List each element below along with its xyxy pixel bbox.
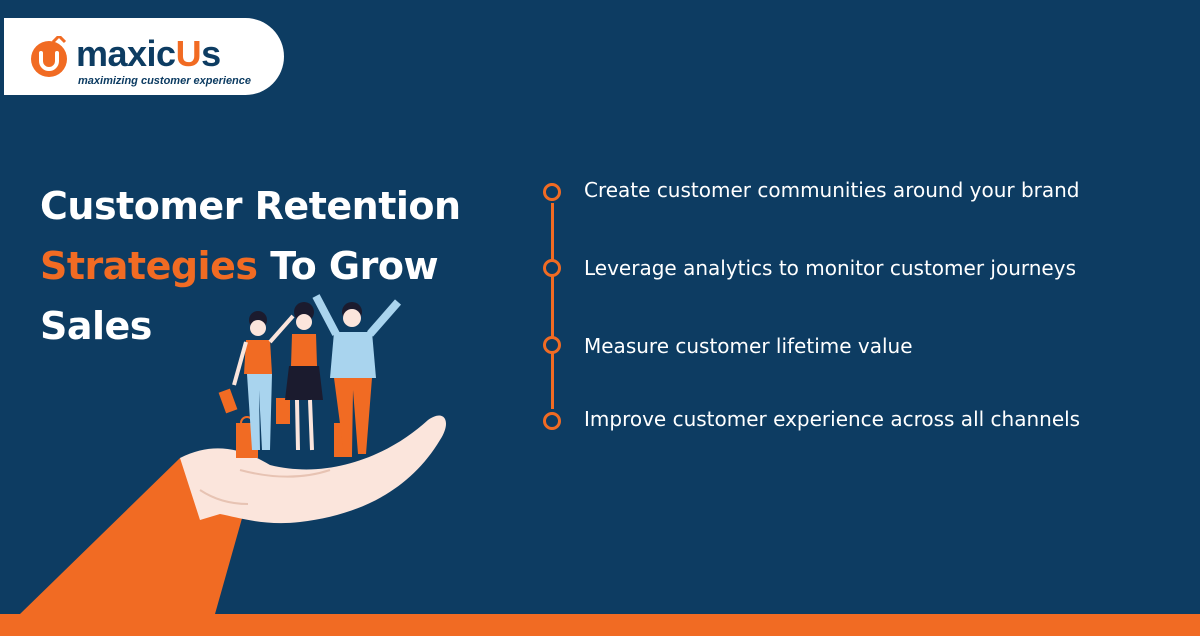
title-highlight: Strategies: [40, 244, 258, 288]
logo-name-accent: U: [175, 33, 202, 74]
logo-name-prefix: maxic: [76, 33, 176, 74]
timeline-line: [551, 203, 554, 409]
logo-name-suffix: s: [201, 33, 221, 74]
strategy-item: Improve customer experience across all c…: [584, 407, 1081, 431]
title-line-2: To Grow: [257, 244, 439, 288]
strategy-item: Create customer communities around your …: [584, 178, 1080, 202]
title-line-1: Customer Retention: [40, 184, 461, 228]
page-title: Customer Retention Strategies To Grow Sa…: [40, 176, 510, 356]
timeline-dot: [543, 183, 561, 201]
bottom-accent-bar: [0, 614, 1200, 636]
timeline-dot: [543, 412, 561, 430]
strategy-item: Measure customer lifetime value: [584, 334, 913, 358]
logo: maxicUs maximizing customer experience: [4, 18, 284, 95]
logo-wordmark: maxicUs: [76, 36, 221, 72]
strategy-item: Leverage analytics to monitor customer j…: [584, 256, 1076, 280]
u-arrow-logo-icon: [31, 36, 67, 77]
logo-tagline: maximizing customer experience: [78, 75, 252, 87]
timeline-dot: [543, 259, 561, 277]
timeline-dot: [543, 336, 561, 354]
title-line-3: Sales: [40, 304, 152, 348]
hand-holding-customers-illustration: [20, 294, 447, 614]
